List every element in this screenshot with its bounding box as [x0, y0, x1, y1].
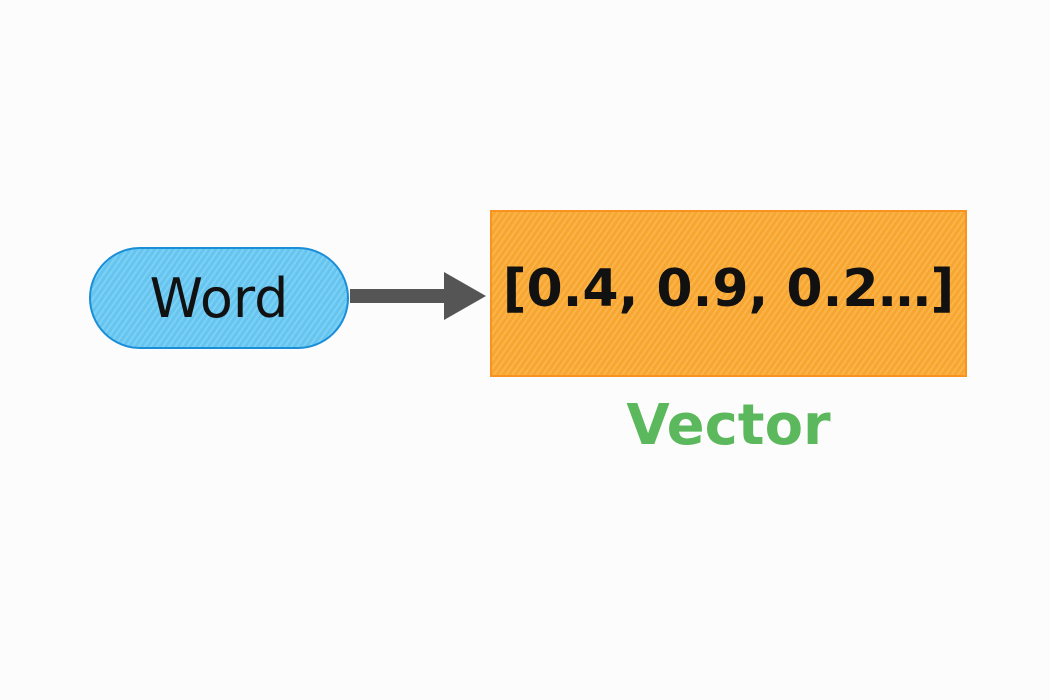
arrow-head: [444, 272, 486, 320]
word-node-label: Word: [149, 267, 289, 330]
arrow-shaft: [350, 289, 446, 303]
word-node: Word: [89, 247, 349, 349]
vector-caption: Vector: [626, 393, 831, 458]
vector-node-values: [0.4, 0.9, 0.2…]: [502, 258, 955, 319]
vector-node: [0.4, 0.9, 0.2…]: [490, 210, 967, 377]
arrow-connector: [350, 272, 486, 320]
